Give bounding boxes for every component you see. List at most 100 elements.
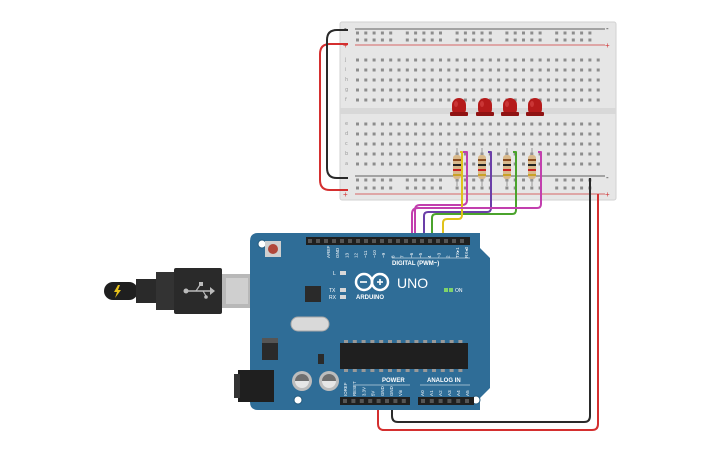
breadboard-hole[interactable] — [463, 98, 467, 102]
breadboard-hole[interactable] — [472, 152, 476, 156]
breadboard-hole[interactable] — [497, 68, 501, 72]
rail-hole[interactable] — [405, 31, 409, 35]
header-pin[interactable] — [460, 239, 464, 243]
rail-hole[interactable] — [505, 38, 509, 42]
breadboard-hole[interactable] — [546, 98, 550, 102]
breadboard-hole[interactable] — [571, 98, 575, 102]
rail-hole[interactable] — [414, 38, 418, 42]
breadboard-hole[interactable] — [588, 132, 592, 136]
header-pin[interactable] — [456, 399, 461, 403]
breadboard-hole[interactable] — [596, 98, 600, 102]
breadboard-hole[interactable] — [480, 122, 484, 126]
breadboard-hole[interactable] — [439, 58, 442, 62]
breadboard-hole[interactable] — [497, 122, 501, 126]
header-pin[interactable] — [308, 239, 312, 243]
breadboard-hole[interactable] — [380, 132, 384, 136]
breadboard-hole[interactable] — [405, 98, 409, 102]
breadboard-hole[interactable] — [480, 68, 484, 72]
breadboard-hole[interactable] — [571, 68, 575, 72]
rail-hole[interactable] — [555, 178, 559, 182]
breadboard-hole[interactable] — [397, 68, 401, 72]
breadboard-hole[interactable] — [430, 142, 434, 146]
rail-hole[interactable] — [530, 31, 534, 35]
rail-hole[interactable] — [480, 186, 484, 190]
breadboard-hole[interactable] — [538, 132, 542, 136]
wire-group[interactable] — [319, 29, 599, 431]
breadboard-hole[interactable] — [372, 58, 376, 62]
breadboard-hole[interactable] — [513, 132, 517, 136]
breadboard-hole[interactable] — [455, 132, 459, 136]
breadboard-hole[interactable] — [555, 88, 559, 92]
breadboard-hole[interactable] — [356, 88, 359, 92]
breadboard-hole[interactable] — [405, 162, 409, 166]
rail-hole[interactable] — [555, 31, 559, 35]
breadboard-hole[interactable] — [538, 98, 542, 102]
breadboard-hole[interactable] — [430, 152, 434, 156]
breadboard-hole[interactable] — [364, 132, 368, 136]
rail-hole[interactable] — [480, 31, 484, 35]
breadboard-hole[interactable] — [555, 98, 559, 102]
breadboard-hole[interactable] — [555, 162, 559, 166]
breadboard-hole[interactable] — [563, 68, 567, 72]
rail-hole[interactable] — [389, 31, 393, 35]
breadboard-hole[interactable] — [447, 122, 451, 126]
breadboard-hole[interactable] — [414, 98, 418, 102]
breadboard-hole[interactable] — [364, 68, 368, 72]
breadboard-hole[interactable] — [447, 142, 451, 146]
rail-hole[interactable] — [530, 38, 534, 42]
breadboard-hole[interactable] — [513, 142, 517, 146]
breadboard-hole[interactable] — [596, 132, 600, 136]
header-pin[interactable] — [428, 239, 432, 243]
rail-hole[interactable] — [372, 31, 376, 35]
rail-hole[interactable] — [372, 38, 376, 42]
breadboard-hole[interactable] — [596, 78, 600, 82]
rail-hole[interactable] — [455, 31, 459, 35]
breadboard-hole[interactable] — [546, 132, 550, 136]
breadboard-hole[interactable] — [397, 122, 401, 126]
breadboard-hole[interactable] — [397, 152, 401, 156]
rail-hole[interactable] — [488, 31, 492, 35]
breadboard-hole[interactable] — [571, 88, 575, 92]
breadboard-hole[interactable] — [472, 68, 476, 72]
breadboard-hole[interactable] — [480, 88, 484, 92]
header-pin[interactable] — [436, 239, 440, 243]
breadboard-hole[interactable] — [372, 68, 376, 72]
breadboard-hole[interactable] — [422, 142, 426, 146]
breadboard-hole[interactable] — [372, 162, 376, 166]
rail-hole[interactable] — [522, 31, 525, 35]
dc-barrel-jack[interactable] — [234, 370, 274, 402]
breadboard-hole[interactable] — [447, 88, 451, 92]
breadboard-hole[interactable] — [505, 142, 509, 146]
breadboard-hole[interactable] — [414, 88, 418, 92]
breadboard-hole[interactable] — [596, 142, 600, 146]
wire-red-left-rail[interactable] — [319, 43, 348, 191]
led-2[interactable] — [476, 98, 494, 116]
breadboard-hole[interactable] — [497, 78, 501, 82]
breadboard-hole[interactable] — [563, 142, 567, 146]
breadboard-hole[interactable] — [422, 78, 426, 82]
breadboard-hole[interactable] — [522, 58, 525, 62]
header-pin[interactable] — [372, 239, 376, 243]
breadboard-hole[interactable] — [546, 78, 550, 82]
breadboard-hole[interactable] — [563, 78, 567, 82]
rail-hole[interactable] — [389, 178, 393, 182]
breadboard-hole[interactable] — [364, 142, 368, 146]
breadboard-hole[interactable] — [439, 78, 442, 82]
breadboard-hole[interactable] — [422, 58, 426, 62]
rail-hole[interactable] — [563, 31, 567, 35]
rail-hole[interactable] — [405, 186, 409, 190]
breadboard-hole[interactable] — [546, 152, 550, 156]
digital-header-pins[interactable] — [308, 239, 464, 243]
breadboard-hole[interactable] — [447, 132, 451, 136]
breadboard-hole[interactable] — [522, 142, 525, 146]
breadboard-hole[interactable] — [380, 142, 384, 146]
breadboard-hole[interactable] — [372, 152, 376, 156]
breadboard-hole[interactable] — [397, 98, 401, 102]
breadboard-hole[interactable] — [513, 98, 517, 102]
breadboard-hole[interactable] — [463, 88, 467, 92]
rail-hole[interactable] — [422, 38, 426, 42]
breadboard-hole[interactable] — [364, 78, 368, 82]
breadboard-hole[interactable] — [563, 152, 567, 156]
breadboard-hole[interactable] — [563, 98, 567, 102]
